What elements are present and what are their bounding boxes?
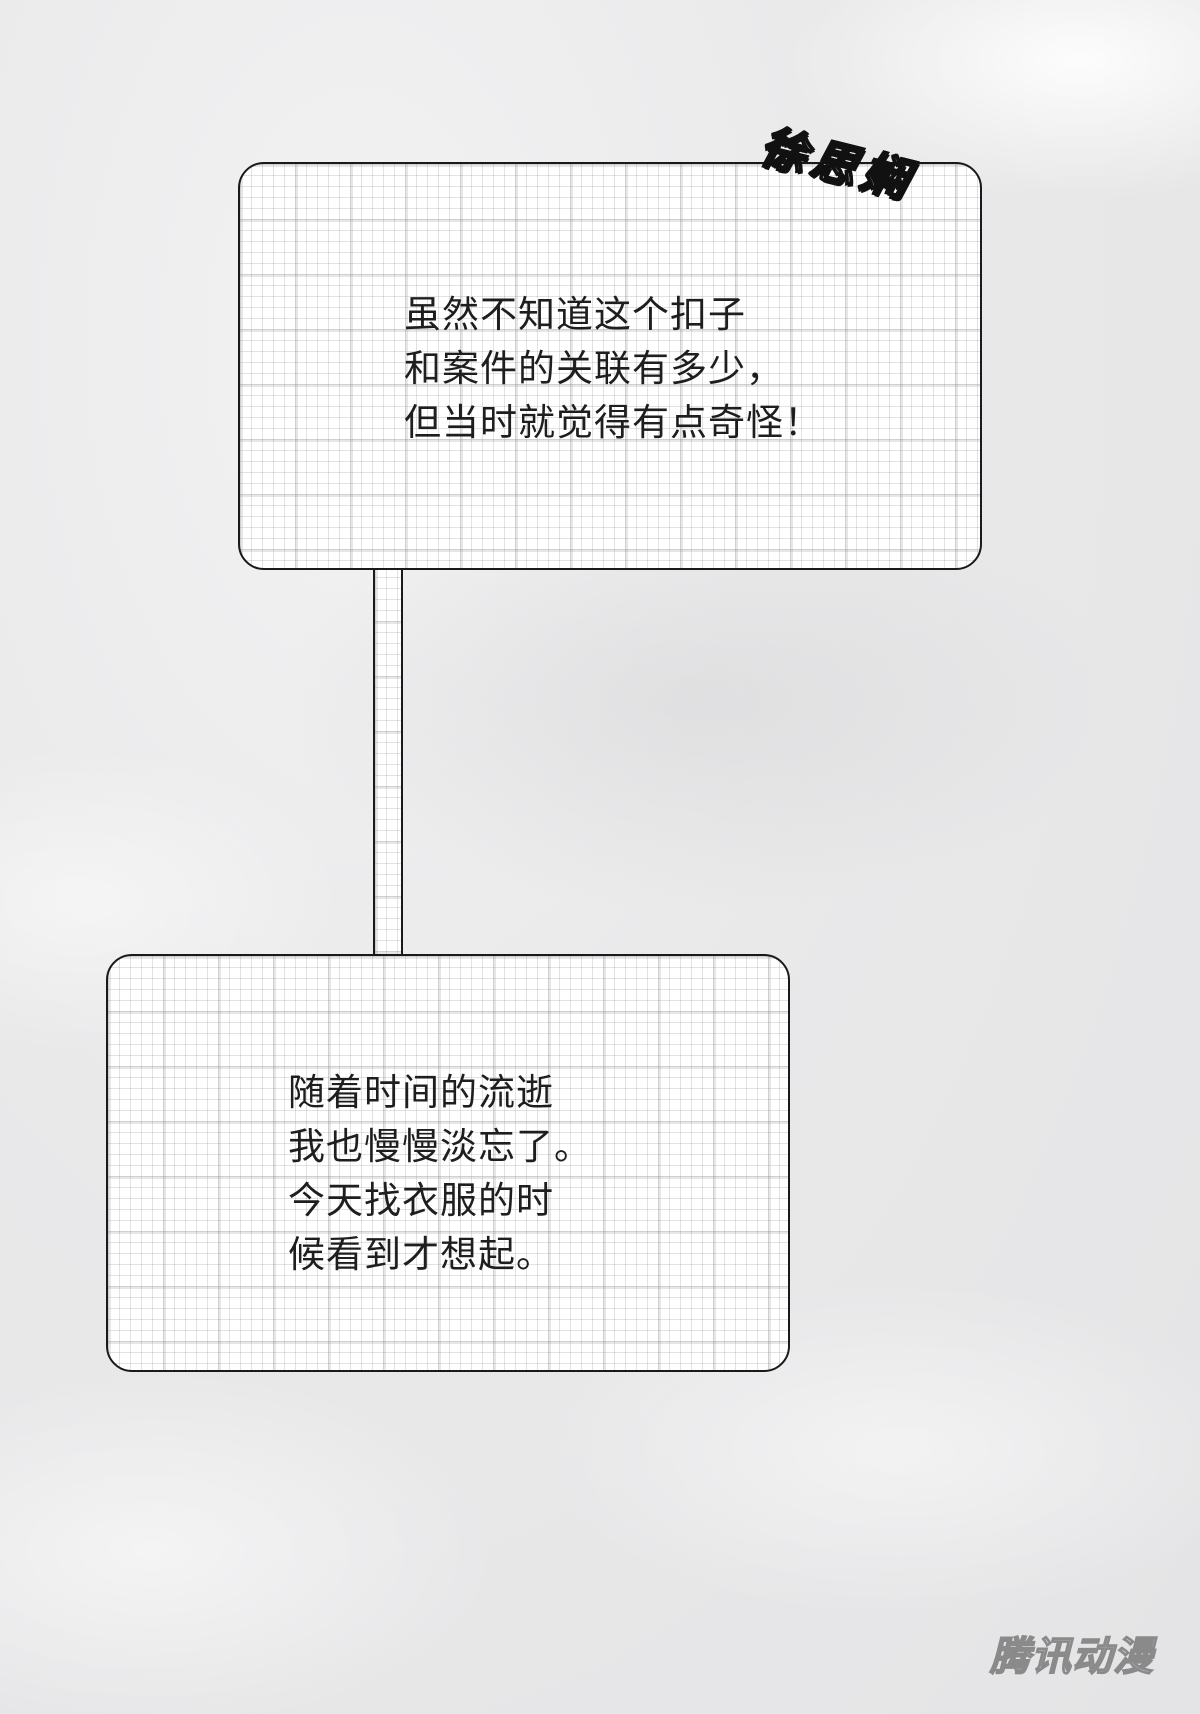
dialogue-line: 和案件的关联有多少， (404, 347, 784, 390)
dialogue-text-bottom: 随着时间的流逝 我也慢慢淡忘了。 今天找衣服的时 候看到才想起。 (288, 1066, 592, 1282)
dialogue-line: 随着时间的流逝 (288, 1071, 554, 1114)
watermark-logo: 腾讯动漫 (989, 1633, 1154, 1681)
dialogue-line: 我也慢慢淡忘了。 (288, 1125, 592, 1168)
dialogue-box-top (238, 162, 982, 570)
dialogue-text-top: 虽然不知道这个扣子 和案件的关联有多少， 但当时就觉得有点奇怪！ (404, 288, 822, 450)
dialogue-box-bottom (106, 954, 790, 1372)
panel-connector (373, 566, 403, 958)
dialogue-line: 虽然不知道这个扣子 (404, 293, 746, 336)
dialogue-line: 但当时就觉得有点奇怪！ (404, 401, 822, 444)
dialogue-line: 今天找衣服的时 (288, 1179, 554, 1222)
dialogue-line: 候看到才想起。 (288, 1233, 554, 1276)
